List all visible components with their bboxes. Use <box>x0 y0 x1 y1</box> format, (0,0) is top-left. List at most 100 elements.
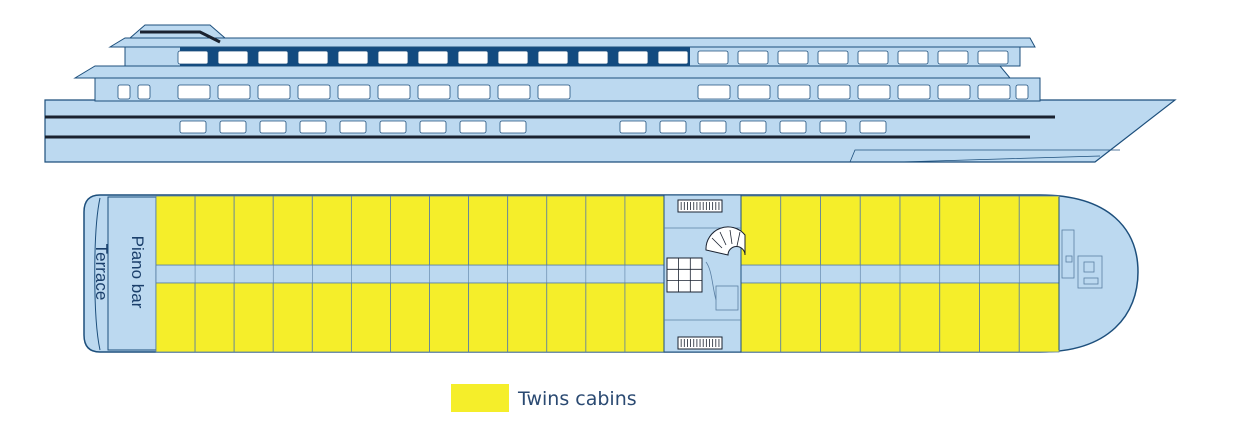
window <box>697 84 731 100</box>
hull <box>44 99 1177 163</box>
twin-cabin <box>585 195 626 266</box>
window <box>377 84 411 100</box>
window <box>697 50 729 65</box>
middle-deck-roof <box>73 65 1012 79</box>
twin-cabin <box>859 195 901 266</box>
window <box>177 50 209 65</box>
window <box>937 84 971 100</box>
window <box>297 84 331 100</box>
twin-cabin <box>899 195 941 266</box>
porthole <box>179 120 207 134</box>
window <box>457 50 489 65</box>
porthole <box>419 120 447 134</box>
twin-cabin <box>350 282 391 353</box>
porthole <box>739 120 767 134</box>
elevator-grid-icon <box>666 257 703 293</box>
twin-cabin <box>429 195 470 266</box>
porthole <box>459 120 487 134</box>
twin-cabin <box>979 282 1020 353</box>
twin-cabin <box>311 195 352 266</box>
window <box>117 84 131 100</box>
window <box>217 50 249 65</box>
twin-cabin <box>780 195 821 266</box>
window <box>217 84 251 100</box>
piano-bar-label: Piano bar <box>128 236 147 309</box>
porthole <box>299 120 327 134</box>
porthole <box>379 120 407 134</box>
twin-cabin <box>507 282 548 353</box>
twin-cabin <box>390 195 430 266</box>
terrace-label: Terrace <box>92 244 111 301</box>
porthole <box>699 120 727 134</box>
window <box>617 50 649 65</box>
twin-cabin <box>820 282 861 353</box>
twin-cabin <box>939 195 980 266</box>
twin-cabin <box>820 195 861 266</box>
window <box>777 50 809 65</box>
windows-upper-deck <box>177 50 1009 65</box>
window <box>137 84 151 100</box>
twin-cabin <box>939 282 980 353</box>
window <box>937 50 969 65</box>
window <box>457 84 491 100</box>
window <box>737 50 769 65</box>
wheelhouse-icon <box>1058 197 1103 350</box>
window <box>297 50 329 65</box>
window <box>657 50 689 65</box>
cabin-grid <box>155 195 1060 353</box>
window <box>177 84 211 100</box>
twin-cabin <box>979 195 1020 266</box>
window <box>817 50 849 65</box>
twin-cabin <box>624 195 665 266</box>
reception-desk <box>715 285 739 311</box>
twin-cabin <box>740 282 782 353</box>
legend-label: Twins cabins <box>517 388 637 410</box>
window <box>337 84 371 100</box>
window <box>537 84 571 100</box>
window <box>377 50 409 65</box>
reception-curve <box>705 261 717 301</box>
stairs-icon <box>677 336 723 350</box>
sun-deck-rail <box>140 30 221 44</box>
porthole <box>499 120 527 134</box>
porthole <box>219 120 247 134</box>
twin-cabin <box>1018 195 1060 266</box>
twin-cabin <box>233 282 274 353</box>
porthole <box>339 120 367 134</box>
portholes-hull <box>179 120 887 134</box>
terrace-area <box>94 197 101 351</box>
window <box>977 84 1011 100</box>
twin-cabin <box>624 282 665 353</box>
window <box>537 50 569 65</box>
twin-cabin <box>429 282 470 353</box>
window <box>857 50 889 65</box>
stairs-icon <box>677 199 723 213</box>
twin-cabin <box>194 195 235 266</box>
twin-cabin <box>155 282 196 353</box>
window <box>497 50 529 65</box>
window <box>417 50 449 65</box>
porthole <box>259 120 287 134</box>
porthole <box>779 120 807 134</box>
window <box>737 84 771 100</box>
twin-cabin <box>468 282 509 353</box>
window <box>417 84 451 100</box>
bow-detail <box>849 149 1120 163</box>
porthole <box>619 120 647 134</box>
window <box>857 84 891 100</box>
twin-cabin <box>350 195 391 266</box>
window <box>257 50 289 65</box>
twin-cabin <box>272 282 313 353</box>
piano-bar-area <box>107 196 157 351</box>
deck-plan: Piano bar Terrace <box>83 194 1139 353</box>
porthole <box>659 120 687 134</box>
twin-cabin <box>859 282 901 353</box>
porthole <box>859 120 887 134</box>
twin-cabin <box>740 195 782 266</box>
twin-cabin <box>390 282 430 353</box>
twin-cabin <box>311 282 352 353</box>
window <box>777 84 811 100</box>
twin-cabin <box>194 282 235 353</box>
twin-cabin <box>546 195 587 266</box>
legend-swatch <box>451 384 509 412</box>
